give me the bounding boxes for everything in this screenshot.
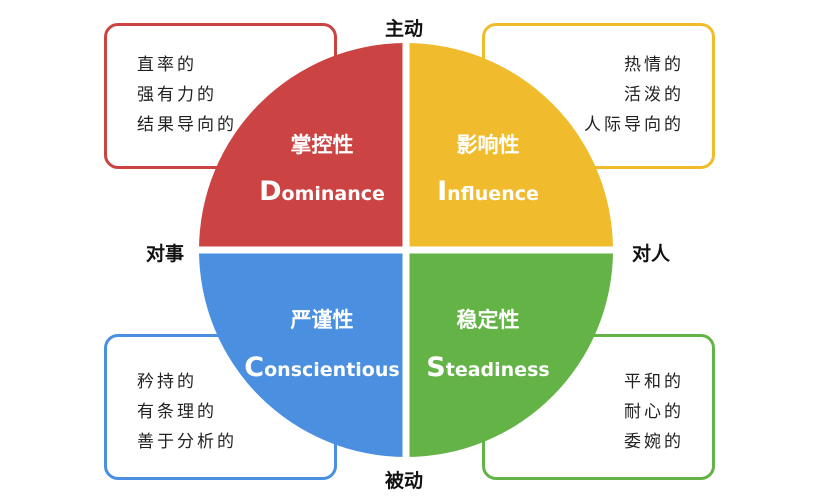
- trait-list-conscientious: 矜持的 有条理的 善于分析的: [137, 367, 237, 457]
- quadrant-label-en-dominance: Dominance: [259, 176, 385, 207]
- trait-text: 人际导向的: [584, 115, 684, 135]
- trait-text: 活泼的: [624, 85, 684, 105]
- trait-text: 矜持的: [137, 372, 197, 392]
- trait-text: 平和的: [624, 372, 684, 392]
- quadrant-label-cn-conscientious: 严谨性: [291, 308, 354, 332]
- quadrant-steadiness: [406, 250, 613, 457]
- quadrant-label-en-influence: Influence: [437, 176, 539, 207]
- axis-label-left: 对事: [146, 243, 185, 265]
- trait-text: 结果导向的: [137, 115, 237, 135]
- axis-label-top: 主动: [385, 18, 424, 40]
- trait-text: 委婉的: [624, 432, 684, 452]
- trait-list-steadiness: 平和的 耐心的 委婉的: [624, 367, 684, 457]
- trait-text: 善于分析的: [137, 432, 237, 452]
- trait-text: 热情的: [624, 55, 684, 75]
- quadrant-label-en-conscientious: Conscientious: [244, 352, 399, 383]
- quadrant-label-cn-influence: 影响性: [457, 133, 520, 157]
- quadrant-dominance: [199, 43, 406, 250]
- axis-label-right: 对人: [632, 243, 671, 265]
- quadrant-label-cn-steadiness: 稳定性: [457, 308, 520, 332]
- trait-list-dominance: 直率的 强有力的 结果导向的: [137, 50, 237, 140]
- axis-label-bottom: 被动: [385, 470, 424, 492]
- trait-text: 耐心的: [624, 402, 684, 422]
- trait-text: 强有力的: [137, 85, 217, 105]
- trait-text: 有条理的: [137, 402, 217, 422]
- quadrant-label-en-steadiness: Steadiness: [426, 352, 549, 383]
- trait-text: 直率的: [137, 55, 197, 75]
- quadrant-conscientious: [199, 250, 406, 457]
- trait-list-influence: 热情的 活泼的 人际导向的: [584, 50, 684, 140]
- quadrant-influence: [406, 43, 613, 250]
- quadrant-label-cn-dominance: 掌控性: [291, 133, 354, 157]
